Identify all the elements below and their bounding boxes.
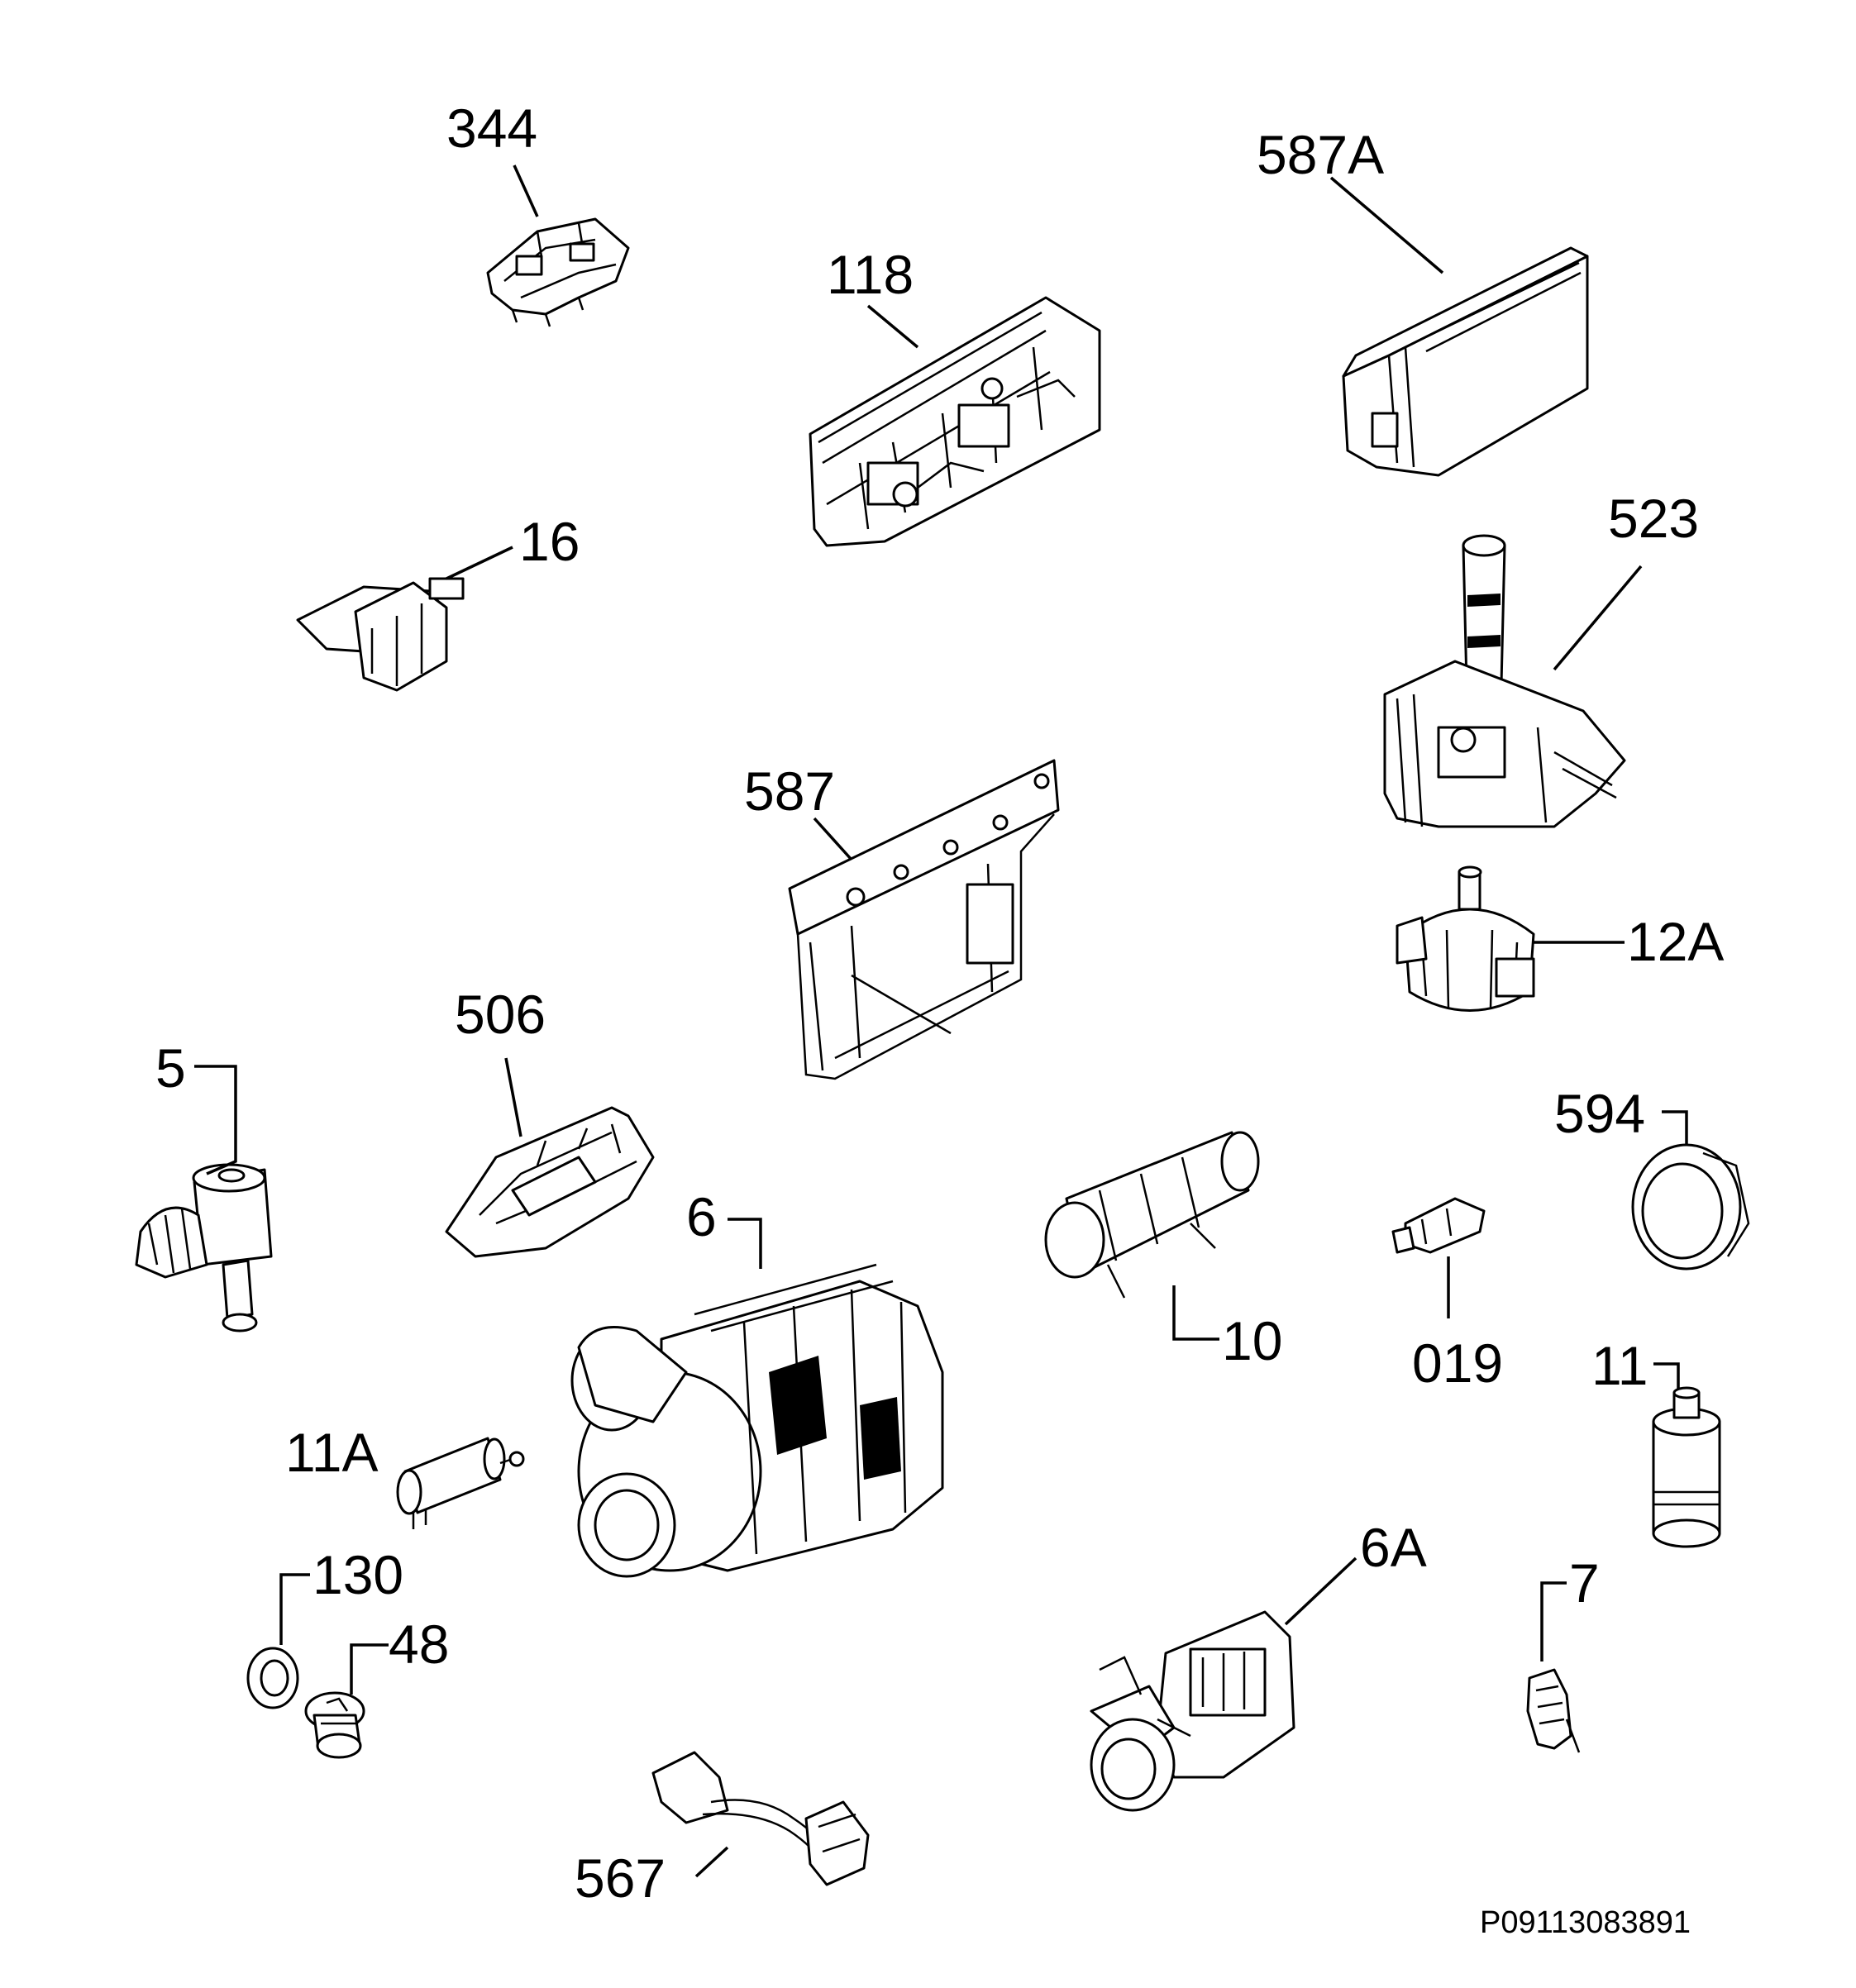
part-12A: 12A — [1396, 865, 1724, 1012]
label-11A: 11A — [285, 1422, 379, 1483]
part-118: 118 — [809, 244, 1101, 547]
part-48: 48 — [304, 1614, 449, 1759]
label-16: 16 — [519, 511, 580, 572]
part-16: 16 — [296, 511, 580, 692]
leader-6A — [1284, 1557, 1357, 1626]
part-587A: 587A — [1257, 124, 1589, 477]
label-523: 523 — [1608, 488, 1699, 549]
label-344: 344 — [446, 98, 537, 159]
diagram-reference-number: P09113083891 — [1480, 1905, 1691, 1940]
part-523: 523 — [1383, 488, 1699, 828]
leader-118 — [866, 304, 919, 349]
leader-7 — [1540, 1581, 1567, 1661]
label-10: 10 — [1222, 1310, 1282, 1371]
label-11: 11 — [1591, 1335, 1648, 1396]
label-019: 019 — [1412, 1332, 1503, 1394]
part-5: 5 — [135, 1037, 273, 1332]
label-130: 130 — [313, 1544, 403, 1605]
leader-5 — [194, 1065, 237, 1175]
label-567: 567 — [575, 1847, 666, 1909]
leader-587 — [813, 817, 853, 861]
leader-587A — [1329, 176, 1444, 274]
part-594: 594 — [1554, 1083, 1750, 1271]
label-587: 587 — [744, 760, 835, 822]
label-506: 506 — [455, 984, 546, 1045]
leader-10 — [1172, 1285, 1219, 1341]
label-587A: 587A — [1257, 124, 1384, 185]
label-6: 6 — [686, 1186, 717, 1247]
part-6A: 6A — [1090, 1517, 1427, 1812]
part-6: 6 — [570, 1186, 944, 1578]
label-6A: 6A — [1360, 1517, 1427, 1578]
part-11A: 11A — [285, 1422, 525, 1529]
label-594: 594 — [1554, 1083, 1645, 1144]
part-506: 506 — [445, 984, 655, 1258]
leader-567 — [694, 1846, 729, 1878]
part-7: 7 — [1526, 1552, 1600, 1753]
part-567: 567 — [575, 1751, 870, 1909]
leader-594 — [1662, 1110, 1688, 1145]
leader-11 — [1653, 1362, 1680, 1389]
part-130: 130 — [246, 1544, 403, 1709]
leader-16 — [446, 546, 513, 580]
label-7: 7 — [1569, 1552, 1600, 1614]
label-118: 118 — [827, 244, 914, 305]
part-019: 019 — [1391, 1197, 1503, 1394]
leader-344 — [513, 164, 539, 217]
leader-506 — [504, 1057, 522, 1137]
leader-48 — [350, 1643, 389, 1695]
part-11: 11 — [1591, 1335, 1721, 1548]
label-48: 48 — [389, 1614, 449, 1675]
leader-130 — [279, 1573, 310, 1645]
label-12A: 12A — [1627, 911, 1724, 972]
part-10: 10 — [1044, 1131, 1282, 1371]
leader-6 — [728, 1218, 762, 1269]
label-5: 5 — [155, 1037, 186, 1099]
part-587: 587 — [744, 759, 1060, 1080]
part-344: 344 — [446, 98, 630, 327]
leader-523 — [1553, 565, 1643, 671]
